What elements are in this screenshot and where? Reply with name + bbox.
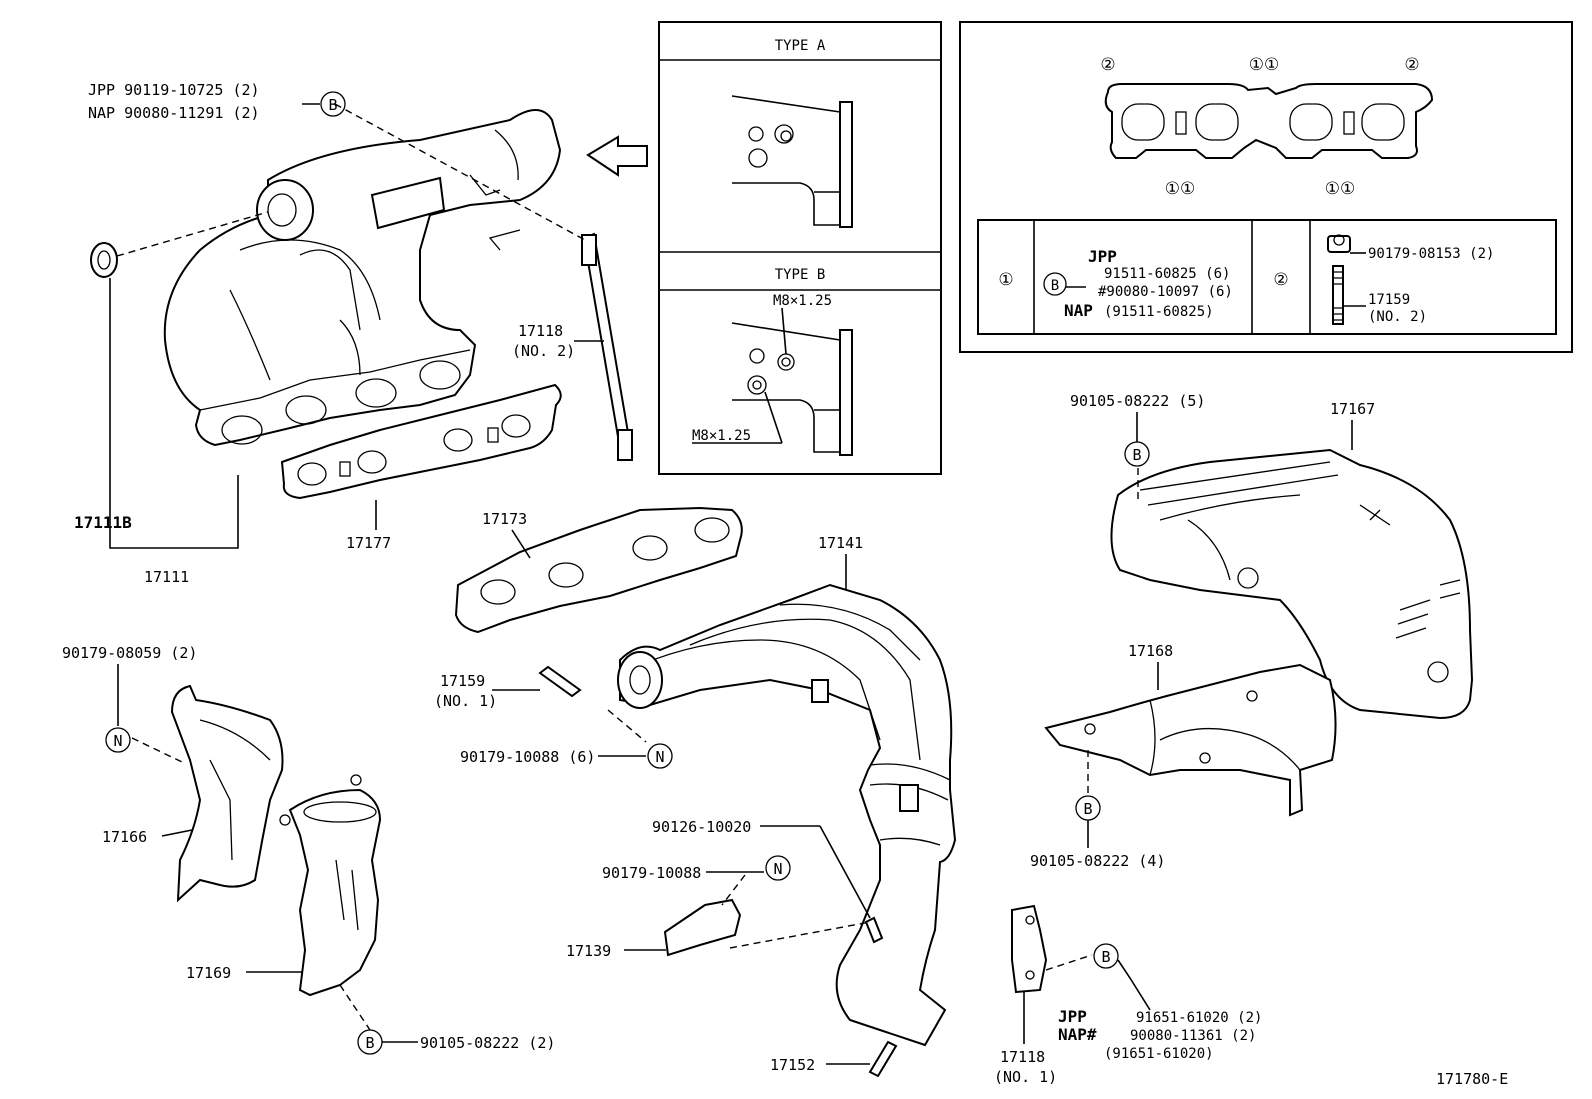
legend-cell-1-mark: ①	[998, 270, 1013, 290]
callout-b-top: B	[328, 96, 337, 114]
heat-insulator-17166	[170, 684, 284, 903]
label-17118-no2-sub: (NO. 2)	[512, 342, 575, 360]
callout-n-circle-left	[105, 727, 131, 753]
label-17118-no1-sub: (NO. 1)	[994, 1068, 1057, 1086]
gasket-legend-box: ② ①① ② ①① ①① ① JPP B 91511-60825 (6) #90…	[959, 21, 1573, 353]
diagram-id: 171780-E	[1436, 1070, 1508, 1088]
callout-n-circle-mid	[647, 743, 673, 769]
view-direction-arrow	[586, 135, 648, 177]
stud-90126-10020	[864, 916, 884, 944]
intake-manifold-17111	[163, 109, 562, 447]
type-inset-box: TYPE A TYPE B M8×1.25	[658, 21, 942, 475]
legend-cell-2-line3: (NO. 2)	[1368, 309, 1427, 325]
legend-cell-1-line3: (91511-60825)	[1104, 304, 1214, 320]
callout-b-circle-top	[320, 91, 346, 117]
label-17168: 17168	[1128, 642, 1173, 660]
type-a-sketch	[731, 95, 853, 228]
label-17152: 17152	[770, 1056, 815, 1074]
gasket-mark-11-bottom-right: ①①	[1325, 179, 1355, 199]
stay-17118-no1	[1011, 904, 1048, 994]
callout-top-nap: NAP 90080-11291 (2)	[88, 104, 260, 122]
stud-17159-no1	[538, 665, 582, 698]
legend-cell-1-line2: #90080-10097 (6)	[1098, 284, 1233, 300]
label-90179-10088: 90179-10088	[602, 864, 701, 882]
callout-b-17169: B	[365, 1034, 374, 1052]
legend-cell-1-line1: 91511-60825 (6)	[1104, 266, 1230, 282]
label-90105-08222-4: 90105-08222 (4)	[1030, 852, 1165, 870]
callout-br-line1: 91651-61020 (2)	[1136, 1010, 1262, 1026]
label-17111: 17111	[144, 568, 189, 586]
label-90105-08222-5: 90105-08222 (5)	[1070, 392, 1205, 410]
type-a-title: TYPE A	[775, 38, 826, 54]
type-b-title: TYPE B	[775, 267, 826, 283]
label-17118-no2: 17118	[518, 322, 563, 340]
callout-b-17118: B	[1101, 948, 1110, 966]
label-17139: 17139	[566, 942, 611, 960]
exhaust-manifold-17141	[617, 583, 957, 1047]
callout-br-line2: 90080-11361 (2)	[1130, 1028, 1256, 1044]
callout-top-jpp: JPP 90119-10725 (2)	[88, 81, 260, 99]
label-90179-08059: 90179-08059 (2)	[62, 644, 197, 662]
type-b-sketch: M8×1.25 M8×1.25	[692, 293, 853, 456]
legend-cell-2-line1: 90179-08153 (2)	[1368, 246, 1494, 262]
heat-insulator-17168	[1044, 663, 1337, 817]
exhaust-gasket-17173	[454, 506, 743, 634]
intake-gasket-17177	[280, 383, 562, 500]
callout-n-left: N	[113, 732, 122, 750]
heat-insulator-17167	[1110, 448, 1474, 720]
stud-icon	[1332, 265, 1344, 325]
callout-b-17168: B	[1083, 800, 1092, 818]
callout-n-circle-bracket	[765, 855, 791, 881]
label-17159-no1-sub: (NO. 1)	[434, 692, 497, 710]
label-17111b: 17111B	[74, 513, 132, 532]
stay-17118-no2	[581, 232, 634, 462]
legend-cell-2-mark: ②	[1273, 270, 1288, 290]
callout-br-nap: NAP#	[1058, 1025, 1097, 1044]
label-17141: 17141	[818, 534, 863, 552]
nut-icon	[1327, 234, 1351, 253]
legend-cell-1-b: B	[1051, 278, 1059, 294]
bracket-17139	[663, 898, 742, 957]
gasket-mark-11-top: ①①	[1249, 55, 1279, 75]
type-b-thread-upper: M8×1.25	[773, 293, 832, 309]
label-17159-no1: 17159	[440, 672, 485, 690]
label-17166: 17166	[102, 828, 147, 846]
callout-b-17167: B	[1132, 446, 1141, 464]
gasket-mark-11-bottom-left: ①①	[1165, 179, 1195, 199]
callout-n-mid: N	[655, 748, 664, 766]
heat-insulator-17169	[279, 774, 382, 997]
label-17118-no1: 17118	[1000, 1048, 1045, 1066]
legend-cell-2-line2: 17159	[1368, 292, 1410, 308]
stud-17152	[868, 1040, 898, 1078]
callout-br-jpp: JPP	[1058, 1007, 1087, 1026]
callout-n-bracket: N	[773, 860, 782, 878]
gasket-mark-2-right: ②	[1404, 55, 1419, 75]
label-17169: 17169	[186, 964, 231, 982]
callout-br-line3: (91651-61020)	[1104, 1046, 1214, 1062]
intake-gasket-legend	[1104, 83, 1434, 159]
label-90105-08222-2: 90105-08222 (2)	[420, 1034, 555, 1052]
legend-cell-1-b-circle	[1043, 272, 1067, 296]
legend-cell-1-nap: NAP	[1064, 301, 1093, 320]
label-17173: 17173	[482, 510, 527, 528]
label-17177: 17177	[346, 534, 391, 552]
o-ring-17111b	[90, 242, 118, 278]
legend-cell-1-jpp: JPP	[1088, 247, 1117, 266]
type-b-thread-lower: M8×1.25	[692, 428, 751, 444]
callout-b-circle-17118	[1093, 943, 1119, 969]
gasket-mark-2-left: ②	[1100, 55, 1115, 75]
label-90126-10020: 90126-10020	[652, 818, 751, 836]
label-90179-10088-6: 90179-10088 (6)	[460, 748, 595, 766]
label-17167: 17167	[1330, 400, 1375, 418]
